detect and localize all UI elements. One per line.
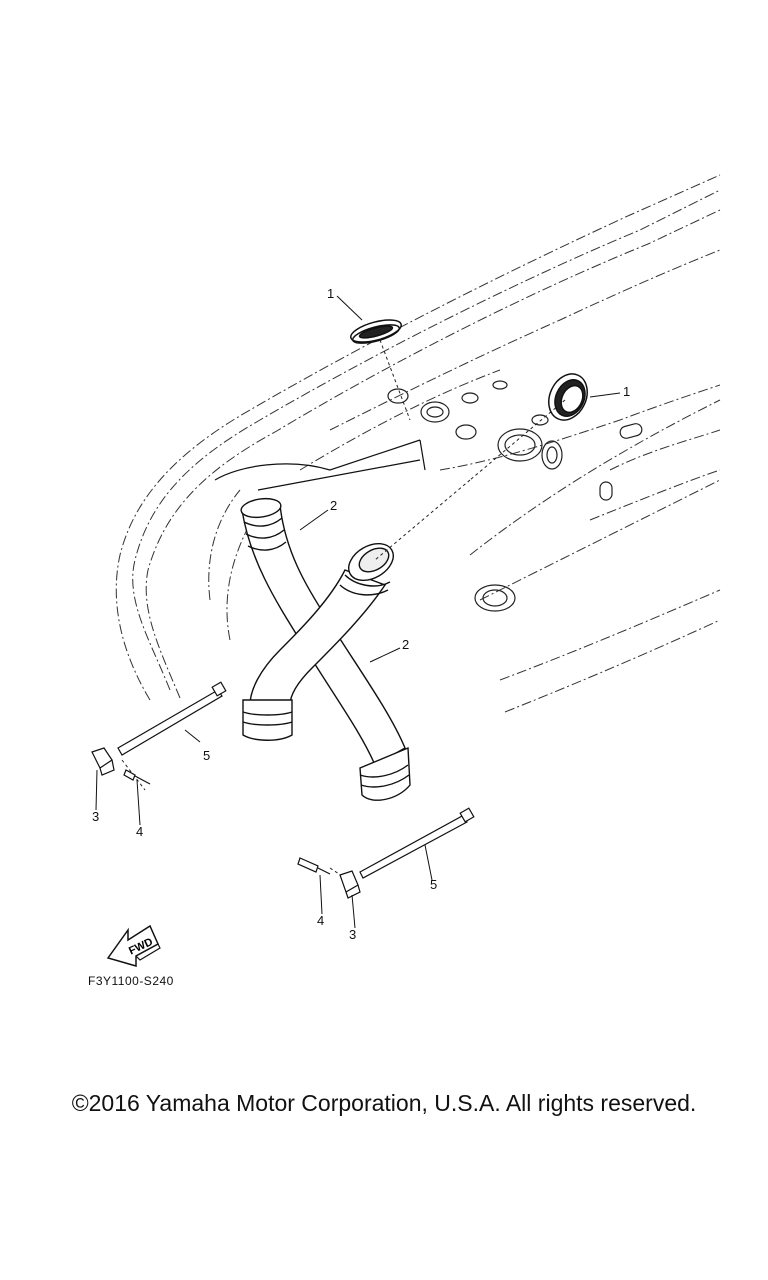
hull-outline xyxy=(115,174,721,713)
rivet-right xyxy=(297,857,331,875)
diagram-code: F3Y1100-S240 xyxy=(88,974,174,988)
intake-cap-top xyxy=(350,319,402,344)
clamp-left xyxy=(91,747,115,776)
parts-diagram: FWD xyxy=(91,174,721,967)
callout-duct-upper: 2 xyxy=(330,498,338,513)
cable-tie-left xyxy=(117,681,227,756)
callout-clamp-left: 3 xyxy=(92,809,100,824)
copyright-notice: ©2016 Yamaha Motor Corporation, U.S.A. A… xyxy=(71,1090,697,1116)
callout-rivet-left: 4 xyxy=(136,824,144,839)
callout-leaders xyxy=(95,295,621,929)
deck-openings xyxy=(387,380,643,612)
callout-clamp-right: 3 xyxy=(349,927,357,942)
duct-flange xyxy=(214,439,426,491)
duct-lower-pipe xyxy=(242,542,394,741)
rivet-left xyxy=(123,769,151,785)
callout-intake-cap-right: 1 xyxy=(623,384,631,399)
callout-intake-cap-top: 1 xyxy=(327,286,335,301)
clamp-right xyxy=(339,870,361,899)
callout-rivet-right: 4 xyxy=(317,913,325,928)
callout-duct-lower: 2 xyxy=(402,637,410,652)
fwd-arrow-icon: FWD xyxy=(106,924,161,967)
intake-cap-right xyxy=(548,373,588,421)
callout-tie-right: 5 xyxy=(430,877,438,892)
cable-tie-right xyxy=(359,807,475,879)
callout-tie-left: 5 xyxy=(203,748,211,763)
